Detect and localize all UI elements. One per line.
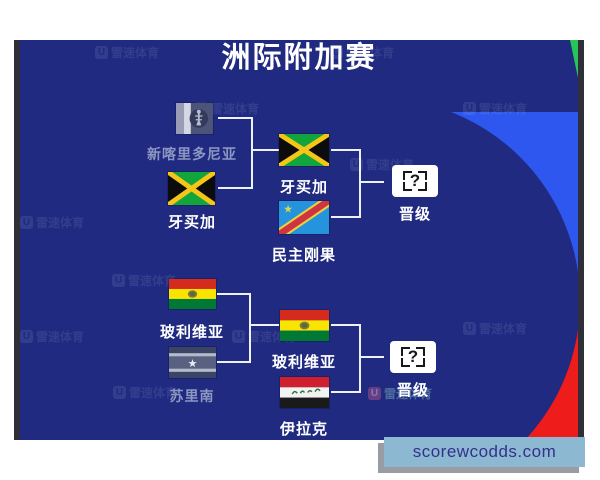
brand-logo-icon: U [463,102,476,115]
bracket-line [249,293,251,363]
team-name: 玻利维亚 [159,324,224,341]
bracket-line [331,149,361,151]
winner-placeholder-box: ? [390,341,436,373]
team-name: 玻利维亚 [271,354,336,371]
viewfinder-corner-icon [401,358,410,367]
bracket-line [251,117,253,189]
bracket-line [361,181,384,183]
footer-watermark-bar: scorewcodds.com [384,437,585,467]
bracket-line [361,356,384,358]
flag-iraq [280,377,329,408]
brand-watermark-text: 雷速体育 [111,46,160,60]
brand-watermark-text: 雷速体育 [36,216,85,230]
brand-watermark-text: 雷速体育 [129,386,178,400]
bracket-line [331,216,361,218]
bracket-line [218,117,253,119]
brand-watermark-text: 雷速体育 [211,102,260,116]
question-mark-icon: ? [409,171,421,191]
winner-placeholder-box: ? [392,165,438,197]
viewfinder-corner-icon [403,171,412,180]
bracket-line [331,324,361,326]
viewfinder-corner-icon [416,347,425,356]
brand-logo-icon: U [463,322,476,335]
flag-bolivia [280,310,329,341]
flag-dr-congo: ★ [279,201,329,234]
svg-text:★: ★ [188,357,198,370]
brand-watermark-text: 雷速体育 [384,387,433,401]
team-name: 民主刚果 [271,247,336,264]
bracket-line [331,391,361,393]
flag-jamaica [168,172,215,205]
brand-watermark-text: 雷速体育 [36,330,85,344]
viewfinder-corner-icon [401,347,410,356]
team-name: 苏里南 [169,388,215,404]
brand-logo-icon: U [95,46,108,59]
question-mark-icon: ? [407,347,419,367]
page-title: 洲际附加赛 [221,42,377,74]
viewfinder-corner-icon [403,182,412,191]
bracket-line [217,293,251,295]
brand-logo-icon: U [113,386,126,399]
advance-label: 晋级 [396,382,429,399]
brand-watermark-text: 雷速体育 [346,46,395,60]
decor-navy-circle [174,98,578,440]
viewfinder-corner-icon [418,171,427,180]
team-name: 牙买加 [167,214,216,231]
flag-bolivia [169,279,216,309]
bracket-line [217,361,251,363]
bracket-line [218,187,253,189]
brand-logo-icon: U [20,216,33,229]
brand-logo-icon: U [232,330,245,343]
bracket-line [251,324,279,326]
bracket-line [359,324,361,393]
advance-label: 晋级 [398,206,431,223]
right-border-strip [578,40,584,440]
team-name: 新喀里多尼亚 [147,146,237,162]
brand-watermark-text: 雷速体育 [479,322,528,336]
brand-logo-icon: U [330,46,343,59]
bracket-line [359,149,361,218]
bracket-line [253,149,279,151]
main-panel: 洲际附加赛 [20,40,578,440]
team-name: 牙买加 [279,179,328,196]
team-name: 伊拉克 [279,421,328,438]
viewfinder-corner-icon [418,182,427,191]
brand-logo-icon: U [368,387,381,400]
viewfinder-corner-icon [416,358,425,367]
brand-logo-icon: U [112,274,125,287]
flag-jamaica [279,134,329,166]
flag-new-caledonia [176,103,213,134]
left-border-strip [14,40,20,440]
brand-logo-icon: U [350,158,363,171]
brand-logo-icon: U [20,330,33,343]
svg-text:★: ★ [283,203,293,216]
brand-watermark-text: 雷速体育 [479,102,528,116]
footer-site-text: scorewcodds.com [412,442,557,461]
brand-watermark-text: 雷速体育 [128,274,177,288]
flag-suriname: ★ [169,347,216,378]
decor-green-wedge [570,40,578,78]
